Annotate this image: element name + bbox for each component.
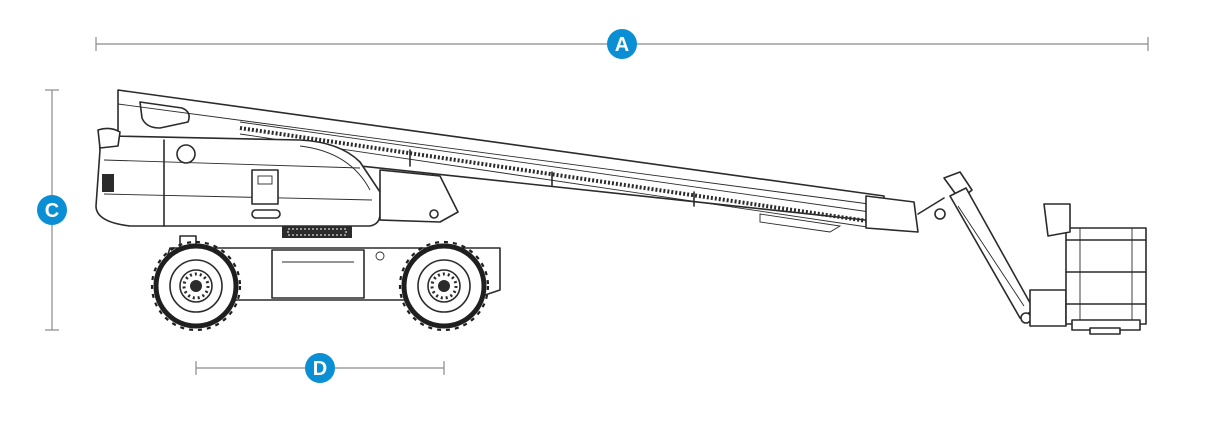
turret-body <box>95 135 381 227</box>
front-hub <box>427 269 461 303</box>
chassis-bolt <box>375 251 385 261</box>
basket-foot <box>1089 327 1121 335</box>
turret-lifting-eye <box>176 144 196 164</box>
rear-hub-center <box>190 280 202 292</box>
dimension-d-badge: D <box>305 353 335 383</box>
boom-mount-pin <box>429 209 439 219</box>
rear-tire-tread <box>150 240 242 332</box>
slew-ring-teeth <box>287 228 347 236</box>
turret <box>95 127 459 227</box>
dimension-a-badge: A <box>607 29 637 59</box>
dimension-c-badge-circle <box>37 195 67 225</box>
slew-ring <box>282 226 352 238</box>
dimension-a-badge-circle <box>607 29 637 59</box>
jib-boom <box>949 187 1035 319</box>
jib-link <box>917 197 945 215</box>
boom-inner-edge <box>239 121 885 215</box>
dimension-a: A <box>95 29 1149 59</box>
boom-track-lower <box>239 133 875 229</box>
turret-belt-line <box>103 193 373 201</box>
boom-mount-bracket <box>379 169 459 223</box>
boom-tip-pivot <box>934 208 946 220</box>
jib-cylinder <box>957 205 1025 307</box>
slew-ring-body <box>282 226 352 238</box>
boom-top-edge <box>117 103 885 207</box>
dimension-d: D <box>195 353 445 383</box>
control-box <box>1043 203 1071 237</box>
boom-underside-detail <box>759 213 842 233</box>
dimension-d-badge-circle <box>305 353 335 383</box>
turret-contour <box>299 145 371 191</box>
front-hub-center <box>438 280 450 292</box>
dimension-c-badge: C <box>37 195 67 225</box>
turret-top-line <box>103 159 361 169</box>
boom-cutout <box>139 101 190 129</box>
telescopic-boom <box>117 89 946 233</box>
rear-hub <box>179 269 213 303</box>
boom-cable-track <box>239 126 875 224</box>
rear-lug-nuts <box>182 272 210 300</box>
front-tire-tread <box>398 240 490 332</box>
chassis-center-box <box>271 249 365 299</box>
turret-counterweight-cap <box>97 127 121 149</box>
turret-vent <box>251 209 281 219</box>
dimension-c: C <box>37 89 67 331</box>
platform-basket <box>1029 203 1147 335</box>
turret-access-door <box>251 169 279 205</box>
dimension-d-label: D <box>313 358 327 380</box>
rear-wheel <box>150 240 242 332</box>
platform-rotator <box>1029 289 1067 327</box>
boom-lift-illustration <box>95 89 1147 335</box>
front-lug-nuts <box>430 272 458 300</box>
dimension-a-label: A <box>615 34 629 56</box>
turret-door-handle <box>257 175 273 185</box>
boom-tip <box>865 195 919 233</box>
jib-arm <box>917 171 1035 324</box>
basket-frame <box>1065 227 1147 325</box>
turret-tail-light <box>102 174 114 192</box>
dimension-c-label: C <box>45 200 59 222</box>
front-wheel <box>398 240 490 332</box>
